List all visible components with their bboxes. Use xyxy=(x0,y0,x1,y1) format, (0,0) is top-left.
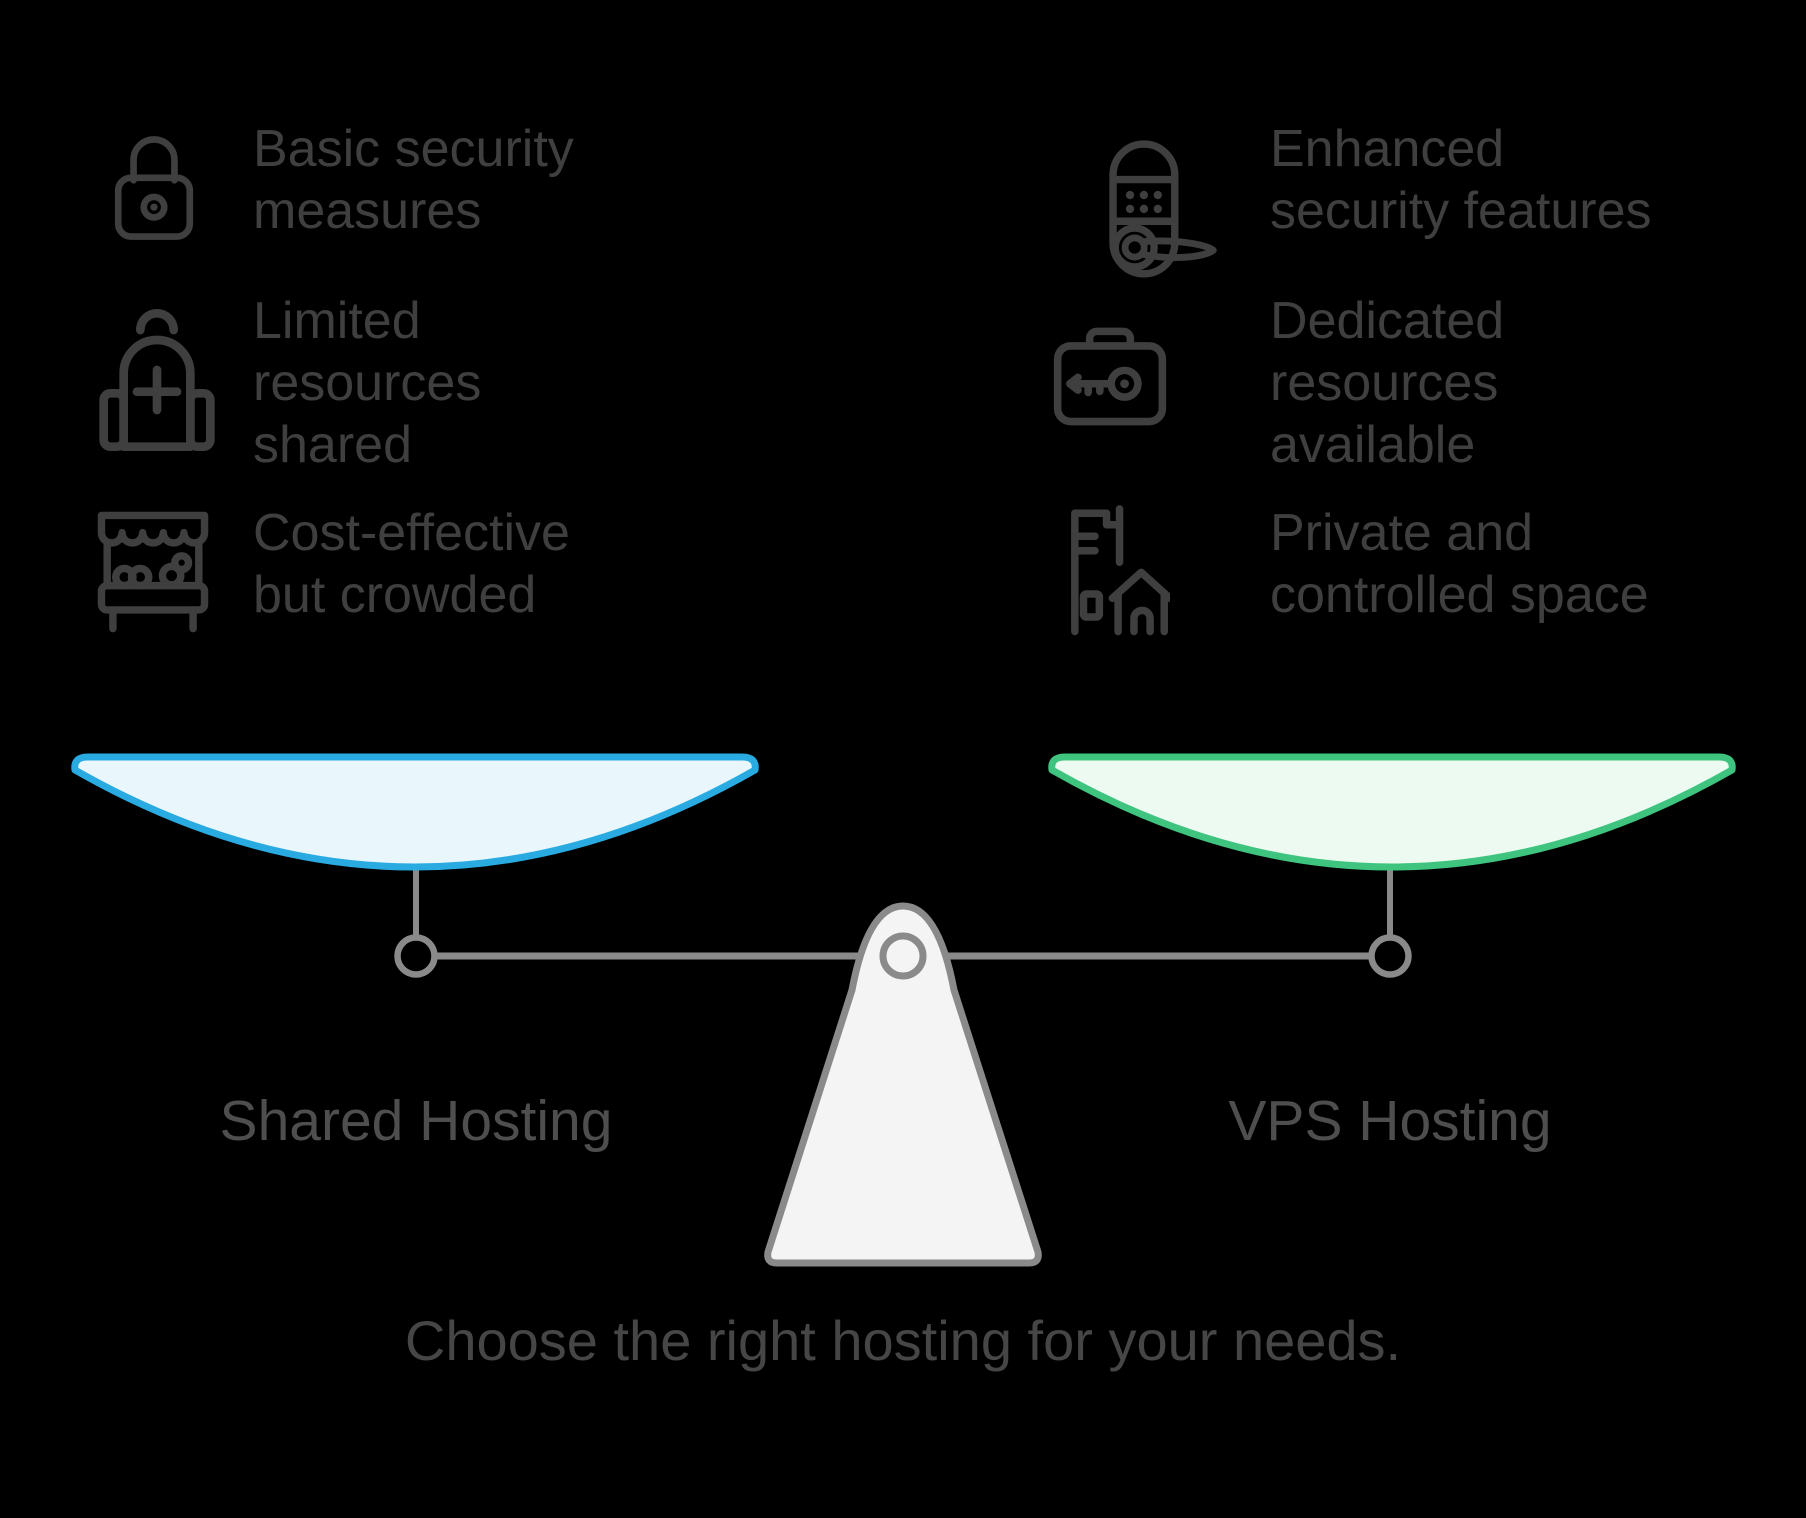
backpack-icon xyxy=(96,300,218,460)
right-feature-2-line-3: available xyxy=(1270,416,1476,474)
right-feature-2-line-1: Dedicated xyxy=(1270,292,1505,350)
left-feature-3-line-1: Cost-effective xyxy=(253,504,570,562)
right-feature-1-line-2: security features xyxy=(1270,182,1652,240)
market-stall-icon xyxy=(90,498,216,636)
right-feature-2-text: Dedicated resources available xyxy=(1270,290,1504,476)
right-feature-1-line-1: Enhanced xyxy=(1270,120,1505,178)
buildings-icon xyxy=(1046,498,1170,638)
right-feature-1-text: Enhanced security features xyxy=(1270,118,1652,242)
right-hanger-ring xyxy=(1368,934,1412,978)
caption: Choose the right hosting for your needs. xyxy=(404,1309,1402,1372)
right-feature-3-line-2: controlled space xyxy=(1270,566,1649,624)
left-feature-1-text: Basic security measures xyxy=(253,118,574,242)
pivot-circle xyxy=(879,932,927,980)
left-feature-2-line-1: Limited xyxy=(253,292,421,350)
right-pan-label: VPS Hosting xyxy=(1228,1089,1552,1153)
left-feature-3-text: Cost-effective but crowded xyxy=(253,502,570,626)
left-feature-1-line-2: measures xyxy=(253,182,482,240)
right-pan xyxy=(1048,753,1736,871)
left-hanger-ring xyxy=(394,934,438,978)
left-feature-1-line-1: Basic security xyxy=(253,120,574,178)
left-feature-2-line-2: resources xyxy=(253,354,482,412)
left-feature-2-text: Limited resources shared xyxy=(253,290,481,476)
left-feature-2-line-3: shared xyxy=(253,416,412,474)
right-feature-3-line-1: Private and xyxy=(1270,504,1534,562)
right-feature-2-line-2: resources xyxy=(1270,354,1499,412)
left-pan-label: Shared Hosting xyxy=(219,1089,613,1153)
right-feature-3-text: Private and controlled space xyxy=(1270,502,1649,626)
left-feature-3-line-2: but crowded xyxy=(253,566,537,624)
left-pan xyxy=(71,753,759,871)
smart-lock-icon xyxy=(1076,136,1218,288)
briefcase-key-icon xyxy=(1046,316,1174,434)
fulcrum xyxy=(764,902,1042,1267)
padlock-icon xyxy=(108,124,200,252)
